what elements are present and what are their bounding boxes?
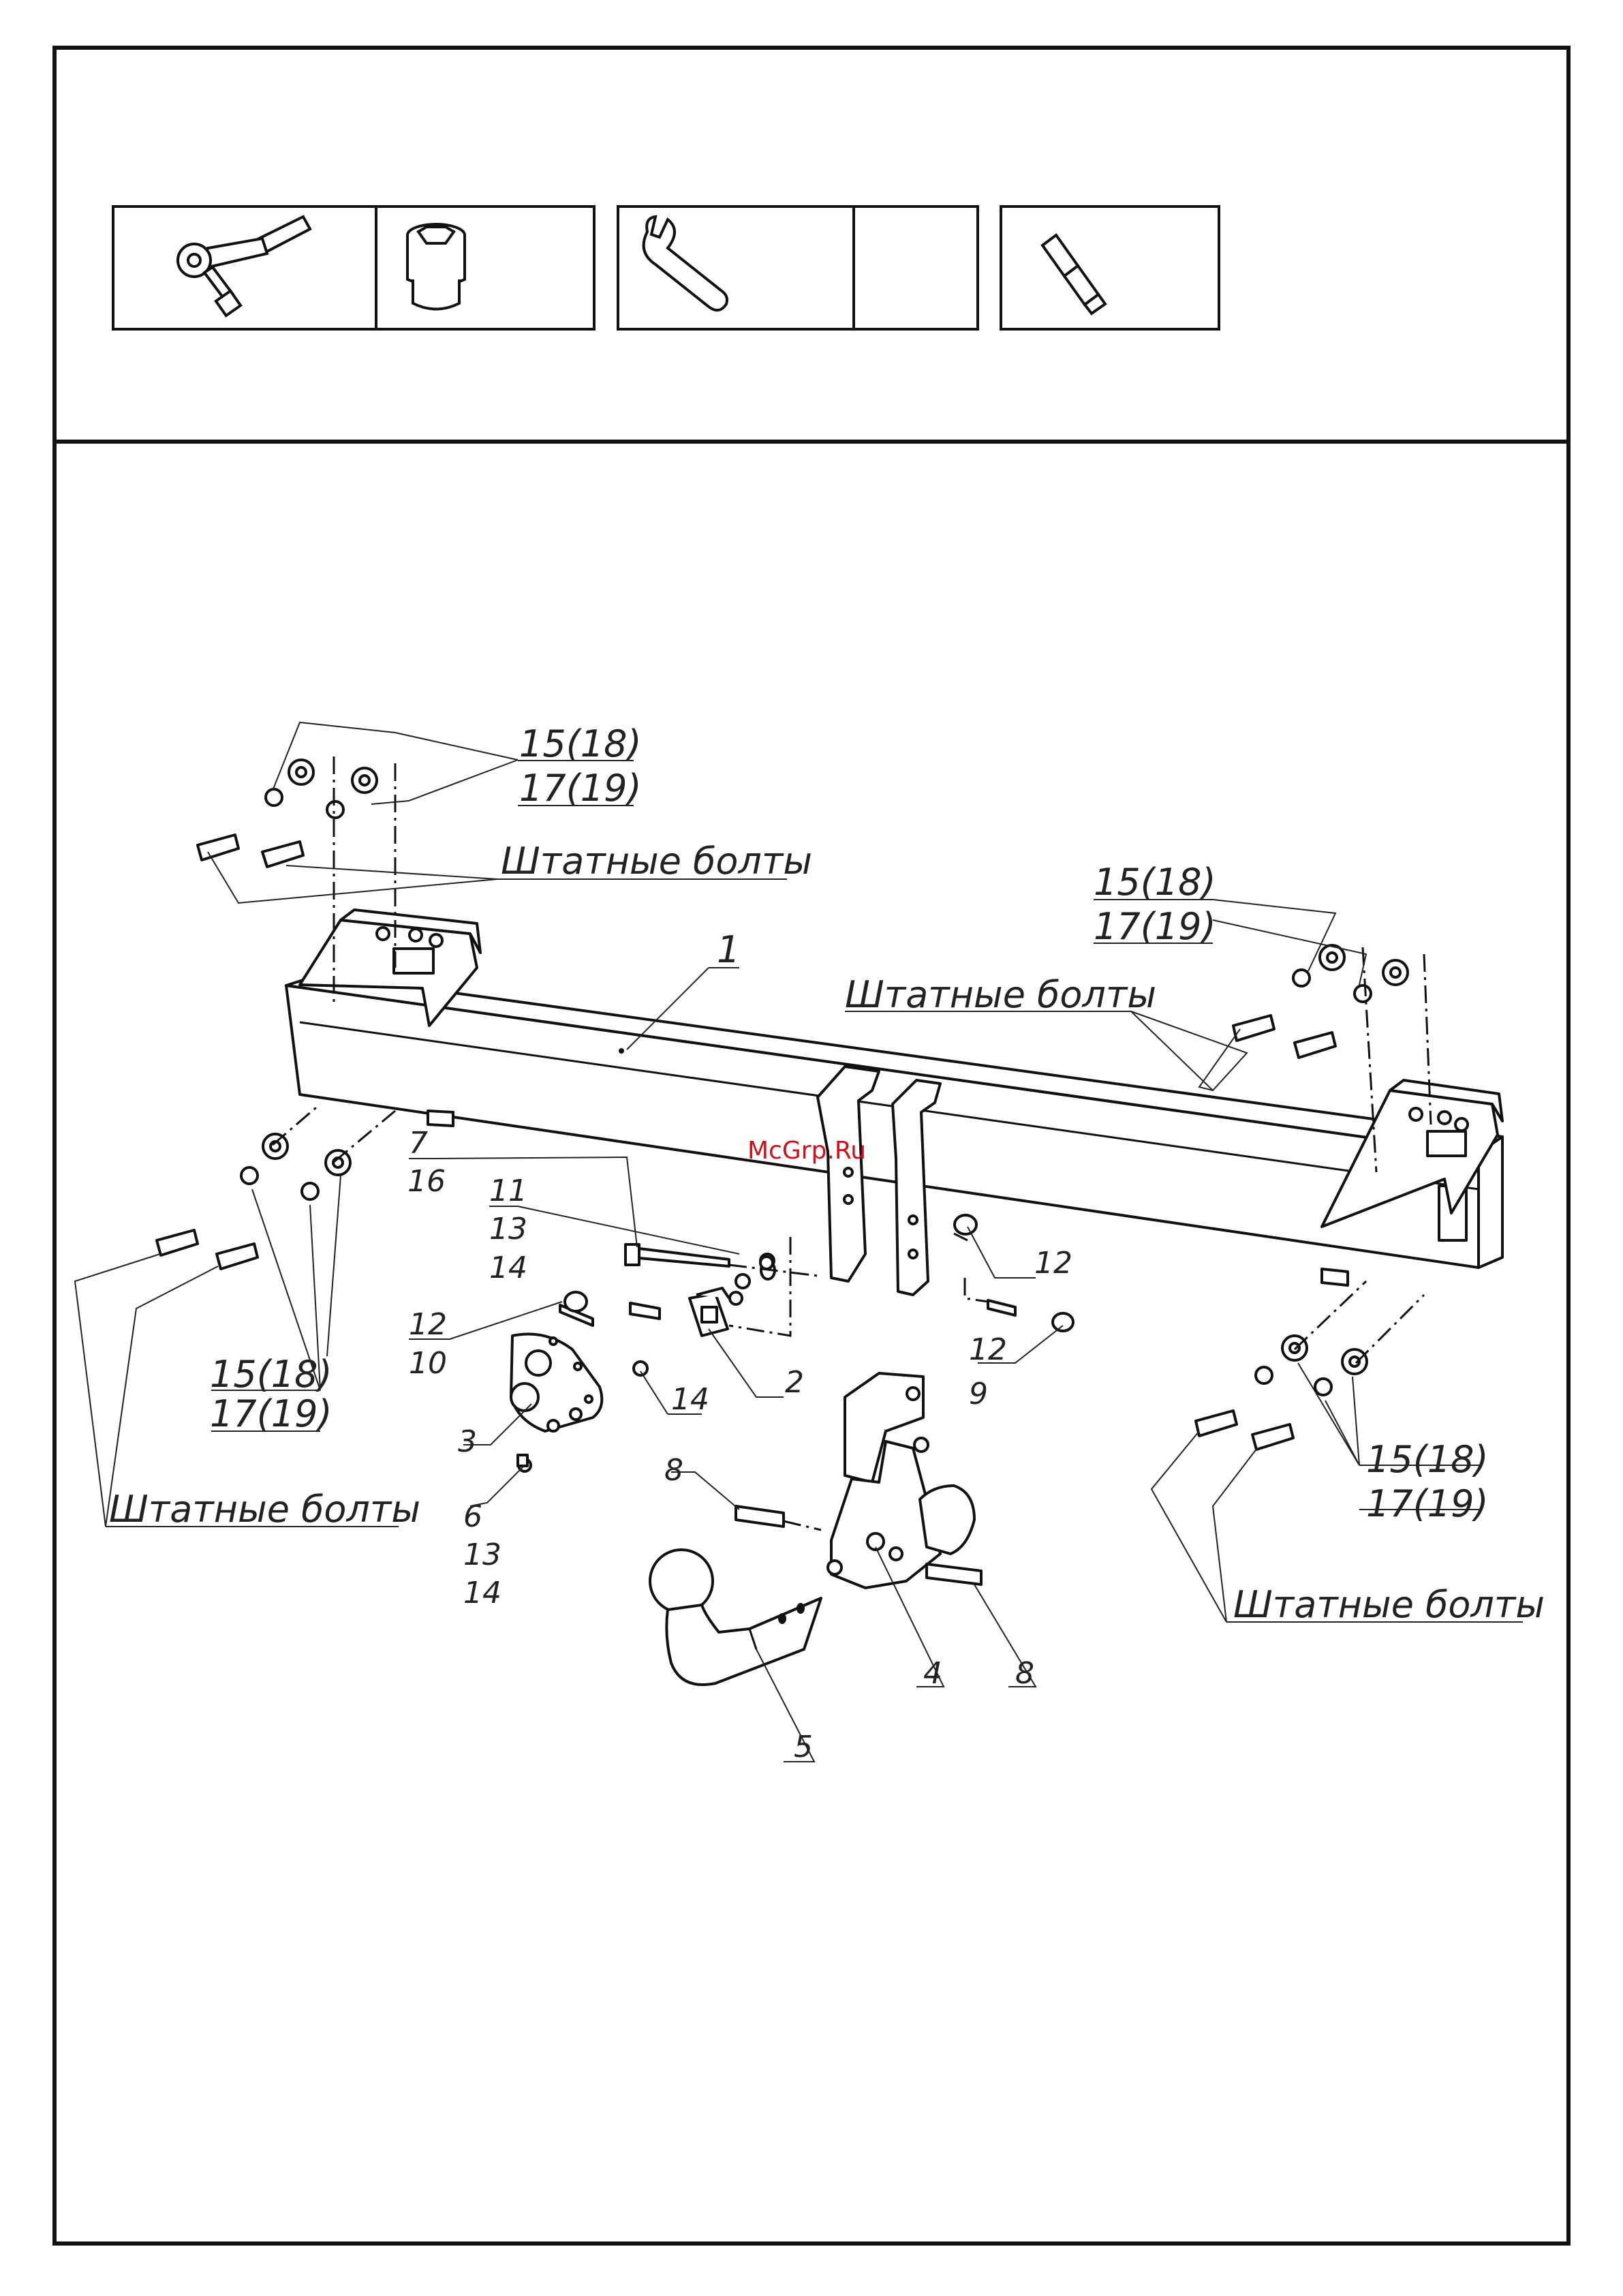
label-tr-bolts: Штатные болты [845,973,1156,1016]
br-hardware [1196,1281,1424,1450]
label-part-12c: 12 [969,1332,1007,1367]
label-part-14a: 14 [489,1251,527,1285]
label-part-10: 10 [409,1346,447,1381]
label-part-14c: 14 [463,1576,501,1610]
label-part-11: 11 [489,1174,527,1208]
ratchet-icon [178,217,310,316]
bl-hardware [157,1104,395,1269]
label-part-1: 1 [717,928,740,971]
socket-icon [407,224,465,309]
label-part-7: 7 [409,1126,428,1161]
label-bl-bolts: Штатные болты [109,1488,420,1531]
label-part-4: 4 [923,1656,942,1691]
label-part-12b: 12 [1034,1246,1072,1281]
label-br-bolts: Штатные болты [1233,1583,1545,1626]
label-tl-bolts: Штатные болты [501,840,812,883]
tool-table [113,206,1219,329]
hex-bit-icon [1042,235,1105,313]
label-tr-washer-15: 15(18) [1094,861,1216,904]
label-part-12a: 12 [409,1307,447,1342]
label-tl-washer-15: 15(18) [519,722,642,765]
label-br-washer-17: 17(19) [1366,1482,1489,1525]
label-bl-washer-15: 15(18) [210,1353,333,1396]
label-part-3: 3 [458,1424,477,1459]
label-part-9: 9 [969,1377,988,1411]
watermark: McGrp.Ru [747,1137,866,1165]
label-bl-washer-17: 17(19) [210,1392,333,1435]
label-part-2: 2 [785,1365,804,1400]
hitch-body [828,1373,974,1588]
label-part-13a: 13 [489,1212,527,1246]
label-part-16: 16 [407,1164,446,1199]
tool-cell-empty [854,206,978,329]
tool-cell-ratchet [113,206,376,329]
socket-plate [511,1334,602,1472]
label-part-13b: 13 [463,1537,501,1572]
label-tr-washer-17: 17(19) [1094,905,1216,948]
label-tl-washer-17: 17(19) [519,767,642,810]
label-part-8a: 8 [664,1453,683,1488]
label-part-8b: 8 [1015,1656,1034,1691]
wrench-icon [644,217,727,310]
label-br-washer-15: 15(18) [1366,1438,1489,1481]
label-part-14b: 14 [671,1382,709,1417]
tow-ball [650,1550,821,1685]
label-part-6: 6 [463,1499,482,1534]
label-part-5: 5 [794,1730,813,1764]
tool-cell-bit [1001,206,1219,329]
